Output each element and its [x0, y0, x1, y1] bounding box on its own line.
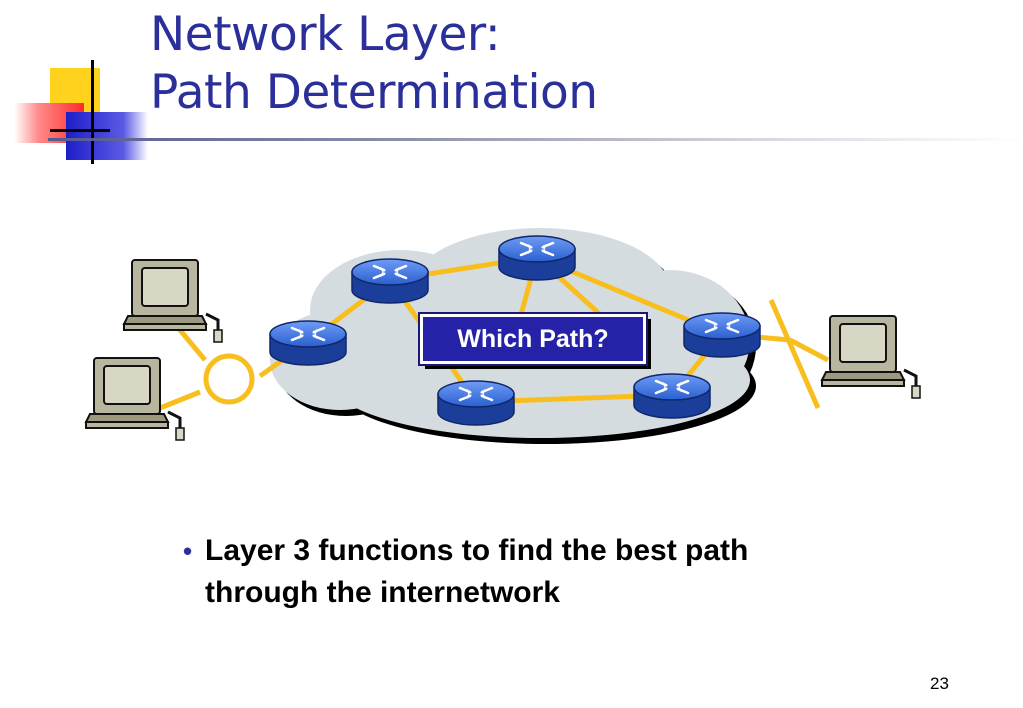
- router-icon: [682, 311, 762, 359]
- logo-blue-square: [66, 112, 148, 160]
- which-path-label: Which Path?: [418, 312, 648, 366]
- bullet-text: Layer 3 functions to find the best path …: [205, 534, 749, 609]
- router-icon: [350, 257, 430, 305]
- router-icon: [497, 234, 577, 282]
- title-line-1: Network Layer:: [150, 7, 501, 62]
- computer-icon: [122, 258, 224, 344]
- title-underline: [48, 138, 1023, 141]
- router-icon: [632, 372, 712, 420]
- logo-graphic: [14, 60, 148, 164]
- router-icon: [436, 379, 516, 427]
- computer-icon: [84, 356, 186, 442]
- title-line-2: Path Determination: [150, 65, 598, 120]
- router-icon: [268, 319, 348, 367]
- ring-network: [203, 353, 255, 405]
- page-title: Network Layer: Path Determination: [150, 6, 598, 122]
- bullet-point: • Layer 3 functions to find the best pat…: [183, 530, 843, 614]
- page-number: 23: [930, 674, 949, 693]
- computer-icon: [820, 314, 922, 400]
- bullet-dot: •: [183, 536, 193, 566]
- ethernet-segment: [768, 299, 821, 409]
